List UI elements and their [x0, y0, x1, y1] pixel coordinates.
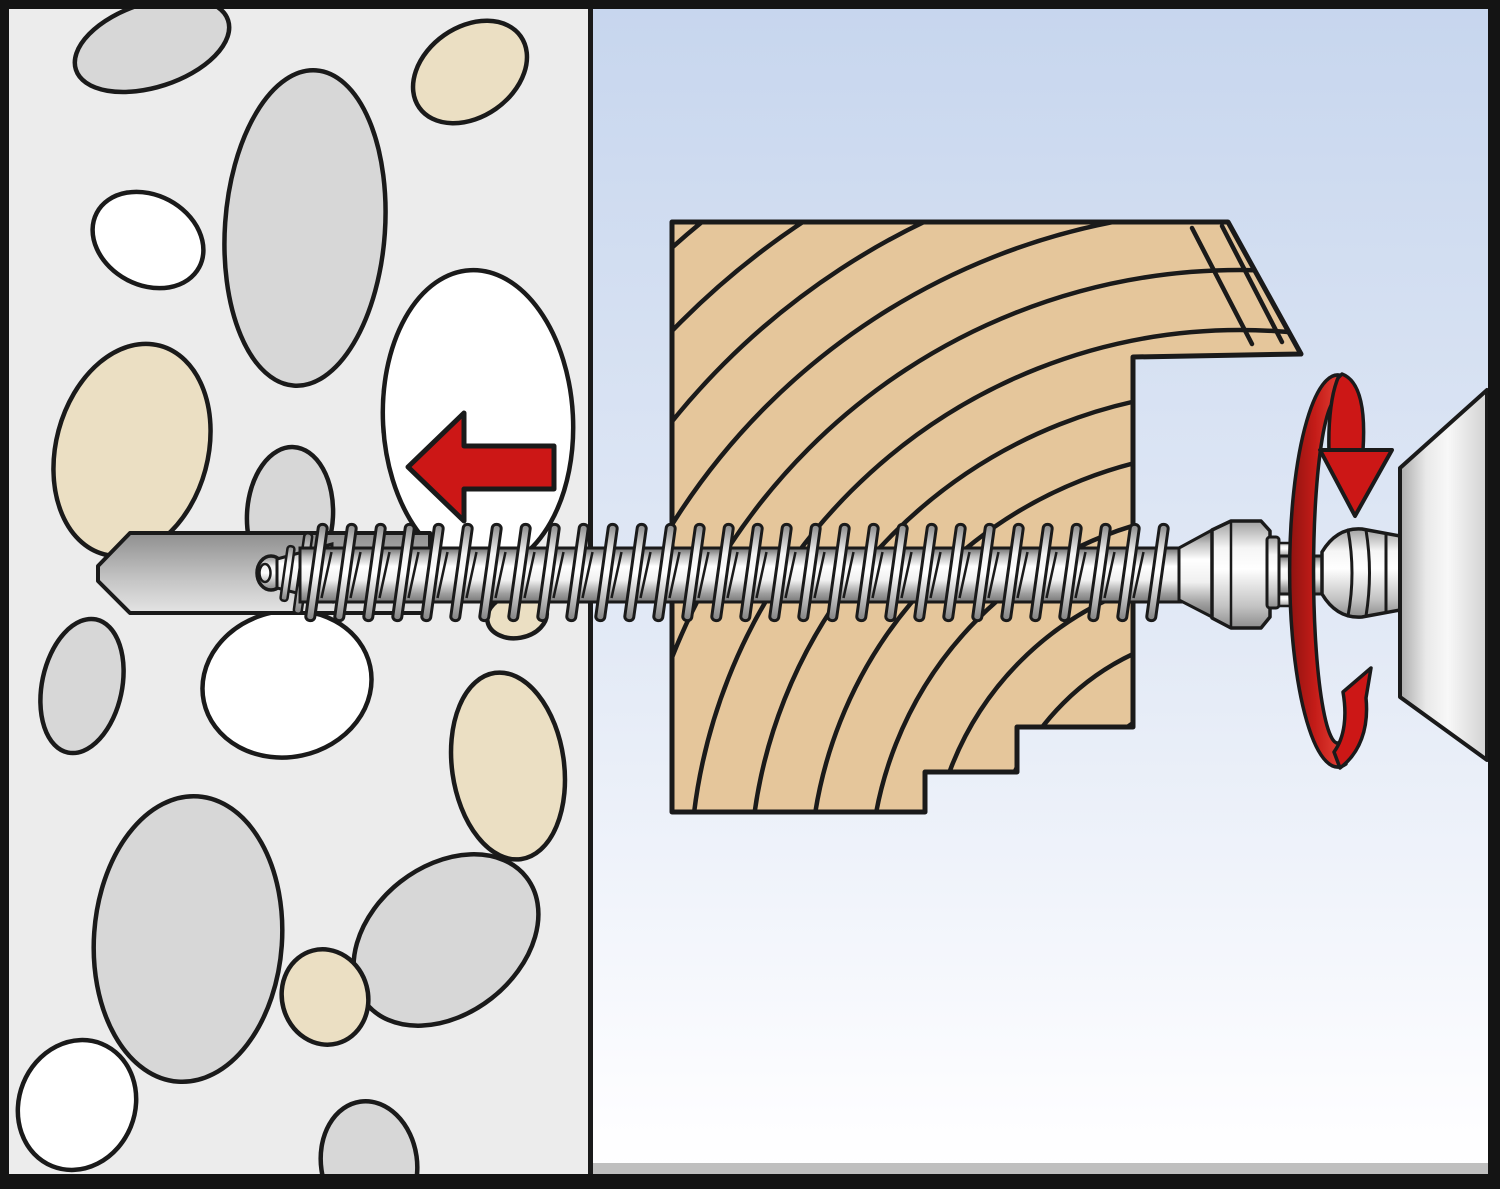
- thread-root-line: [1103, 551, 1116, 599]
- screw-thread: [884, 522, 909, 623]
- aggregate-stone: [91, 793, 285, 1085]
- thread-root-line: [1016, 551, 1029, 599]
- screw-thread: [565, 522, 590, 623]
- screw-thread: [797, 522, 822, 623]
- screw-thread: [279, 544, 296, 603]
- screw-thread: [681, 522, 706, 623]
- screw-thread: [623, 522, 648, 623]
- screw-thread: [768, 522, 793, 623]
- thread-root-line: [523, 551, 536, 599]
- thread-root-line: [697, 551, 710, 599]
- aggregate-stone: [51, 341, 213, 559]
- rotation-arrowhead: [1318, 448, 1394, 518]
- screw-thread: [420, 522, 445, 623]
- thread-root-line: [958, 551, 971, 599]
- thread-root-line: [755, 551, 768, 599]
- thread-root-line: [407, 551, 420, 599]
- screw-thread: [507, 522, 532, 623]
- floor-strip: [592, 1163, 1488, 1174]
- aggregate-stone: [410, 18, 530, 126]
- thread-root-line: [610, 551, 623, 599]
- screw-thread: [449, 522, 474, 623]
- aggregate-stone: [318, 1098, 420, 1174]
- thread-root-line: [726, 551, 739, 599]
- thread-root-line: [552, 551, 565, 599]
- screw-thread: [362, 522, 387, 623]
- thread-root-line: [784, 551, 797, 599]
- screw-thread: [304, 522, 329, 623]
- screw-thread: [478, 522, 503, 623]
- head-washer: [1265, 535, 1281, 610]
- screw-thread: [826, 522, 851, 623]
- screw-thread: [333, 522, 358, 623]
- thread-root-line: [1132, 551, 1145, 599]
- thread-root-line: [1074, 551, 1087, 599]
- thread-root-line: [842, 551, 855, 599]
- screw-thread: [855, 522, 880, 623]
- timber-face: [672, 222, 1301, 812]
- thread-root-line: [813, 551, 826, 599]
- thread-root-line: [581, 551, 594, 599]
- rotation-arrow: [1287, 372, 1394, 770]
- screw-thread: [652, 522, 677, 623]
- wood-grain-line: [672, 267, 1301, 812]
- timber-outline: [669, 219, 1304, 815]
- screw-thread: [971, 522, 996, 623]
- wood-grain-line: [687, 327, 1301, 812]
- thread-root-line: [349, 551, 362, 599]
- driver-bit: [1320, 527, 1402, 619]
- thread-root-line: [1045, 551, 1058, 599]
- push-direction-arrow: [405, 410, 557, 524]
- aggregate-stones: [15, 9, 576, 1174]
- screw-thread: [391, 522, 416, 623]
- screw-thread: [942, 522, 967, 623]
- aggregate-stone: [15, 1037, 139, 1173]
- screw-thread: [1029, 522, 1054, 623]
- screwdriver-cone: [1398, 388, 1489, 762]
- aggregate-stone: [72, 9, 232, 95]
- thread-root-line: [494, 551, 507, 599]
- screw-thread: [594, 522, 619, 623]
- rotation-ribbon-tail: [1332, 666, 1373, 770]
- thread-root-line: [320, 551, 333, 599]
- aggregate-stone: [222, 68, 388, 388]
- screw-head: [1210, 519, 1272, 630]
- screw-thread: [536, 522, 561, 623]
- aggregate-stone: [279, 947, 371, 1047]
- screw-thread: [1145, 522, 1170, 623]
- thread-root-line: [465, 551, 478, 599]
- screw-thread: [913, 522, 938, 623]
- screw-thread: [739, 522, 764, 623]
- aggregate-stone: [38, 616, 126, 756]
- thread-root-line: [871, 551, 884, 599]
- thread-root-line: [378, 551, 391, 599]
- thread-root-line: [639, 551, 652, 599]
- thread-root-line: [929, 551, 942, 599]
- screw-thread: [1058, 522, 1083, 623]
- aggregate-stone: [90, 189, 206, 291]
- screw-thread: [1116, 522, 1141, 623]
- screw-thread: [710, 522, 735, 623]
- aggregate-stone: [448, 670, 568, 862]
- thread-root-line: [668, 551, 681, 599]
- screw-tip-ring: [258, 562, 272, 584]
- thread-root-line: [900, 551, 913, 599]
- screw-thread: [1000, 522, 1025, 623]
- wood-grain-endcut: [1189, 223, 1285, 347]
- frame-screw: [255, 388, 1489, 762]
- screw-threads: [304, 522, 1170, 623]
- thread-root-line: [987, 551, 1000, 599]
- thread-root-line: [436, 551, 449, 599]
- driver-bit-facets: [1346, 528, 1388, 618]
- screw-thread: [1087, 522, 1112, 623]
